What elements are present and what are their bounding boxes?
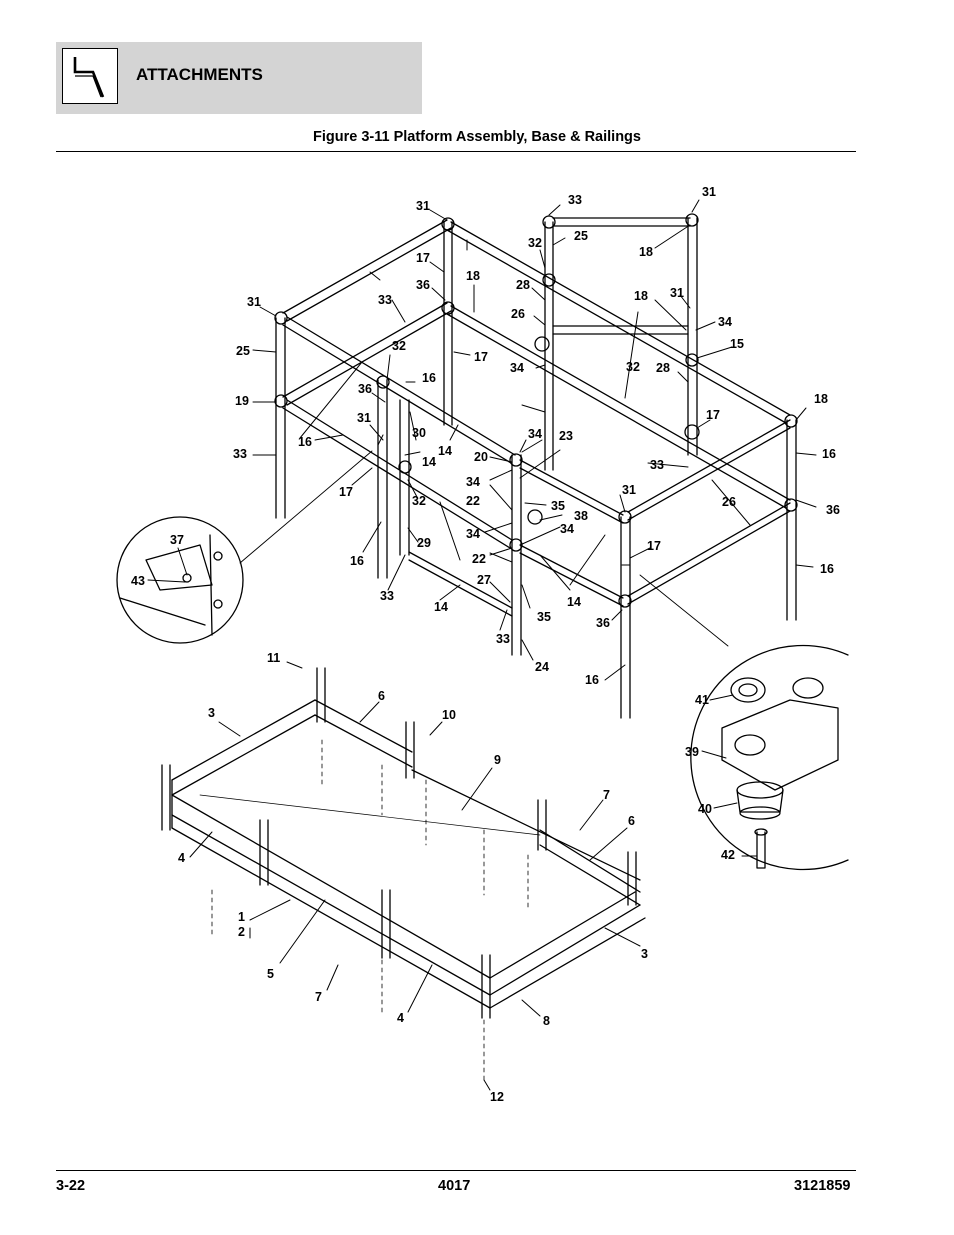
callout-label: 17 [474,350,488,364]
callout-label: 33 [496,632,510,646]
callout-label: 41 [695,693,709,707]
figure-caption: Figure 3-11 Platform Assembly, Base & Ra… [313,129,641,145]
callout-label: 16 [350,554,364,568]
callout-label: 7 [603,788,610,802]
footer-model: 4017 [438,1178,471,1194]
callout-label: 22 [466,494,480,508]
callout-label: 33 [650,458,664,472]
callout-label: 40 [698,802,712,816]
callout-label: 31 [357,411,371,425]
callout-label: 43 [131,574,145,588]
callout-label: 34 [510,361,524,375]
callout-label: 27 [477,573,491,587]
callout-label: 17 [416,251,430,265]
callout-label: 36 [358,382,372,396]
callout-label: 33 [378,293,392,307]
callout-label: 1 [238,910,245,924]
callout-label: 39 [685,745,699,759]
callout-label: 5 [267,967,274,981]
callout-label: 42 [721,848,735,862]
callout-label: 36 [596,616,610,630]
callout-label: 14 [434,600,448,614]
callout-label: 29 [417,536,431,550]
callout-label: 14 [438,444,452,458]
callout-label: 22 [472,552,486,566]
callout-label: 6 [628,814,635,828]
callout-label: 18 [634,289,648,303]
callout-label: 23 [559,429,573,443]
callout-label: 17 [339,485,353,499]
header-rule [56,151,856,152]
callout-label: 10 [442,708,456,722]
callout-label: 16 [585,673,599,687]
callout-label: 28 [656,361,670,375]
callout-label: 32 [626,360,640,374]
callout-label: 12 [490,1090,504,1104]
callout-label: 31 [702,185,716,199]
callout-label: 4 [178,851,185,865]
callout-label: 34 [466,527,480,541]
callout-label: 32 [412,494,426,508]
callout-label: 38 [574,509,588,523]
callout-label: 32 [392,339,406,353]
callout-label: 36 [826,503,840,517]
callout-label: 18 [466,269,480,283]
callout-label: 17 [647,539,661,553]
callout-label: 8 [543,1014,550,1028]
callout-label: 35 [551,499,565,513]
callout-label: 4 [397,1011,404,1025]
callout-label: 31 [416,199,430,213]
callout-label: 34 [528,427,542,441]
callout-label: 18 [639,245,653,259]
callout-label: 3 [641,947,648,961]
callout-label: 16 [820,562,834,576]
callout-label: 34 [718,315,732,329]
callout-label: 32 [528,236,542,250]
section-title: ATTACHMENTS [136,65,263,84]
callout-label: 30 [412,426,426,440]
callout-label: 14 [422,455,436,469]
callout-label: 35 [537,610,551,624]
callout-label: 16 [422,371,436,385]
callout-label: 20 [474,450,488,464]
callout-label: 26 [511,307,525,321]
callout-label: 26 [722,495,736,509]
callout-label: 33 [233,447,247,461]
callout-label: 24 [535,660,549,674]
callout-label: 31 [247,295,261,309]
callout-label: 11 [267,651,280,665]
callout-label: 17 [706,408,720,422]
footer-rule [56,1170,856,1171]
callout-label: 36 [416,278,430,292]
callout-label: 16 [822,447,836,461]
footer-page-number: 3-22 [56,1178,86,1194]
callout-label: 15 [730,337,744,351]
callout-label: 25 [574,229,588,243]
attachment-hook-icon [62,48,118,104]
callout-label: 19 [235,394,249,408]
callout-label: 31 [670,286,684,300]
callout-label: 25 [236,344,250,358]
callout-label: 18 [814,392,828,406]
callout-label: 28 [516,278,530,292]
callout-label: 3 [208,706,215,720]
callout-label: 14 [567,595,581,609]
callout-label: 6 [378,689,385,703]
callout-label: 37 [170,533,184,547]
callout-label: 34 [560,522,574,536]
callout-label: 9 [494,753,501,767]
callout-label: 16 [298,435,312,449]
callout-label: 7 [315,990,322,1004]
footer-manual-number: 3121859 [794,1178,851,1194]
callout-label: 2 [238,925,245,939]
callout-label: 31 [622,483,636,497]
callout-label: 33 [568,193,582,207]
callout-label: 34 [466,475,480,489]
callout-label: 33 [380,589,394,603]
